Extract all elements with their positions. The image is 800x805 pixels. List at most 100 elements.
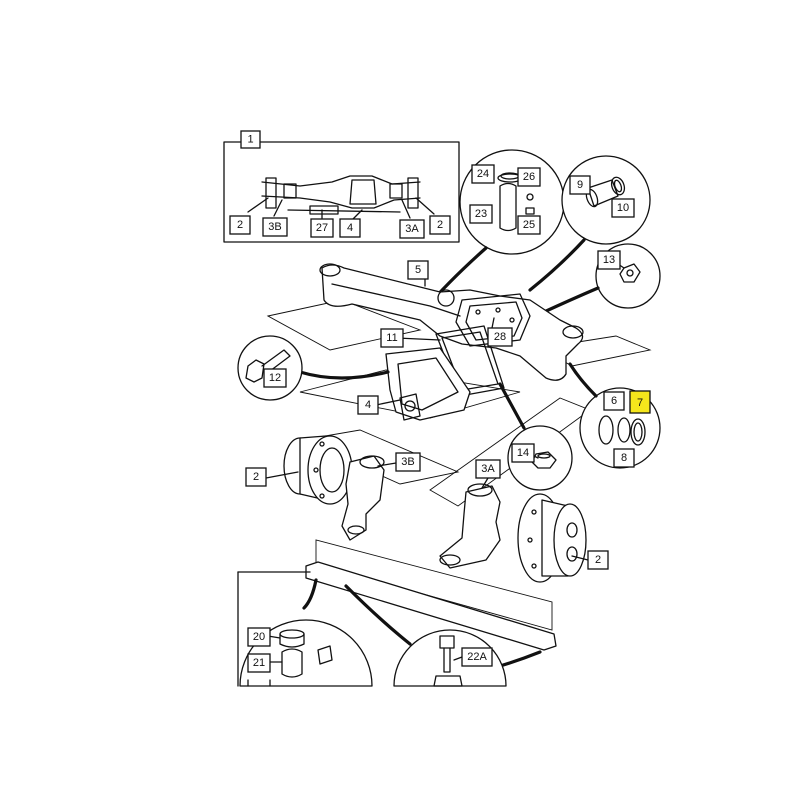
bolt-head-22a xyxy=(439,635,455,649)
inset-track-rod xyxy=(287,209,401,213)
callout-24: 24 xyxy=(471,164,495,184)
svg-text:3A: 3A xyxy=(481,463,495,475)
svg-text:22A: 22A xyxy=(467,651,487,663)
nut-13 xyxy=(619,263,641,283)
bushing-detail xyxy=(561,155,651,245)
svg-text:3B: 3B xyxy=(401,456,414,468)
callout-21: 21 xyxy=(247,653,271,673)
plane-upper-left xyxy=(266,299,422,351)
svg-text:12: 12 xyxy=(269,372,281,384)
callout-14: 14 xyxy=(511,443,535,463)
callout-4: 4 xyxy=(357,395,379,415)
callout-4-inset: 4 xyxy=(339,218,361,238)
svg-text:4: 4 xyxy=(347,222,353,234)
axle-housing xyxy=(319,263,584,381)
track-rod xyxy=(305,561,557,651)
callout-7: 7 xyxy=(629,390,651,414)
track-rod-assembly xyxy=(237,539,557,687)
callout-10: 10 xyxy=(611,198,635,218)
svg-text:21: 21 xyxy=(253,657,265,669)
leader-track-left xyxy=(302,578,318,610)
carrier-housing-4 xyxy=(385,347,471,421)
svg-text:9: 9 xyxy=(577,179,583,191)
callout-3a-inset: 3A xyxy=(399,219,425,239)
ring-8 xyxy=(630,418,646,446)
leader-bolt12 xyxy=(298,370,390,380)
leader-nut13 xyxy=(542,286,600,314)
callout-28: 28 xyxy=(487,327,513,347)
callout-3a: 3A xyxy=(475,459,501,479)
callout-13: 13 xyxy=(597,250,621,270)
callout-9: 9 xyxy=(569,175,591,195)
diff-flange xyxy=(455,293,531,347)
sleeve-21 xyxy=(281,648,303,678)
callout-20: 20 xyxy=(247,627,271,647)
callout-6: 6 xyxy=(603,391,625,411)
leader-track-center xyxy=(344,584,412,646)
bearing-6 xyxy=(598,415,614,445)
inset-knuckle-right xyxy=(389,183,403,199)
bushing-circle xyxy=(561,155,651,245)
kingpin-shaft xyxy=(499,182,517,232)
left-hub-assembly xyxy=(283,435,385,541)
svg-text:25: 25 xyxy=(523,219,535,231)
leader-track-right xyxy=(498,650,542,668)
inset-hub-left xyxy=(265,177,277,209)
svg-text:20: 20 xyxy=(253,631,265,643)
callout-12: 12 xyxy=(263,368,287,388)
callout-27: 27 xyxy=(310,218,334,238)
svg-text:3A: 3A xyxy=(405,223,419,235)
bolt-detail-22a xyxy=(393,629,507,687)
inset-cylinder xyxy=(309,205,339,215)
svg-text:7: 7 xyxy=(637,397,643,409)
knuckle-3a xyxy=(439,485,501,569)
svg-text:27: 27 xyxy=(316,222,328,234)
svg-text:13: 13 xyxy=(603,254,615,266)
svg-text:2: 2 xyxy=(437,219,443,231)
svg-text:24: 24 xyxy=(477,168,489,180)
svg-text:5: 5 xyxy=(415,264,421,276)
bolt-detail-12 xyxy=(237,335,303,401)
callout-26: 26 xyxy=(517,167,541,187)
callout-8: 8 xyxy=(613,448,635,468)
axle-beam xyxy=(321,264,584,381)
svg-text:1: 1 xyxy=(247,134,253,146)
svg-text:10: 10 xyxy=(617,202,629,214)
callout-2-inset-right: 2 xyxy=(429,215,451,235)
svg-text:3B: 3B xyxy=(268,221,281,233)
svg-text:11: 11 xyxy=(386,332,397,344)
seal-7 xyxy=(617,417,631,443)
bushing-sleeve xyxy=(587,179,619,207)
svg-text:6: 6 xyxy=(611,395,617,407)
callout-5: 5 xyxy=(407,260,429,280)
svg-text:8: 8 xyxy=(621,452,627,464)
callout-2-left-hub: 2 xyxy=(245,467,267,487)
callout-3b-inset: 3B xyxy=(262,217,288,237)
right-hub-assembly xyxy=(439,483,587,583)
plane-track-rod xyxy=(315,539,553,631)
callout-2-right-drum: 2 xyxy=(587,550,609,570)
svg-text:23: 23 xyxy=(475,208,487,220)
callout-25: 25 xyxy=(517,215,541,235)
svg-text:2: 2 xyxy=(595,554,601,566)
svg-text:26: 26 xyxy=(523,171,535,183)
callout-2-inset-left: 2 xyxy=(229,215,251,235)
inset-frame xyxy=(223,141,460,243)
callout-1: 1 xyxy=(240,130,261,149)
svg-text:2: 2 xyxy=(237,219,243,231)
callout-22a: 22A xyxy=(461,647,493,667)
bushing-20 xyxy=(279,633,305,648)
inset-assembly-view xyxy=(223,141,460,243)
clipped-callout-edge xyxy=(247,679,271,687)
inset-axle-bottom xyxy=(261,195,421,209)
inset-hub-right xyxy=(407,177,419,209)
callout-11: 11 xyxy=(380,328,404,348)
callout-23: 23 xyxy=(469,204,493,224)
svg-text:4: 4 xyxy=(365,399,371,411)
inset-diff-housing xyxy=(349,179,377,205)
grease-nipple xyxy=(317,645,333,665)
svg-text:14: 14 xyxy=(517,447,529,459)
inset-knuckle-left xyxy=(283,183,297,199)
